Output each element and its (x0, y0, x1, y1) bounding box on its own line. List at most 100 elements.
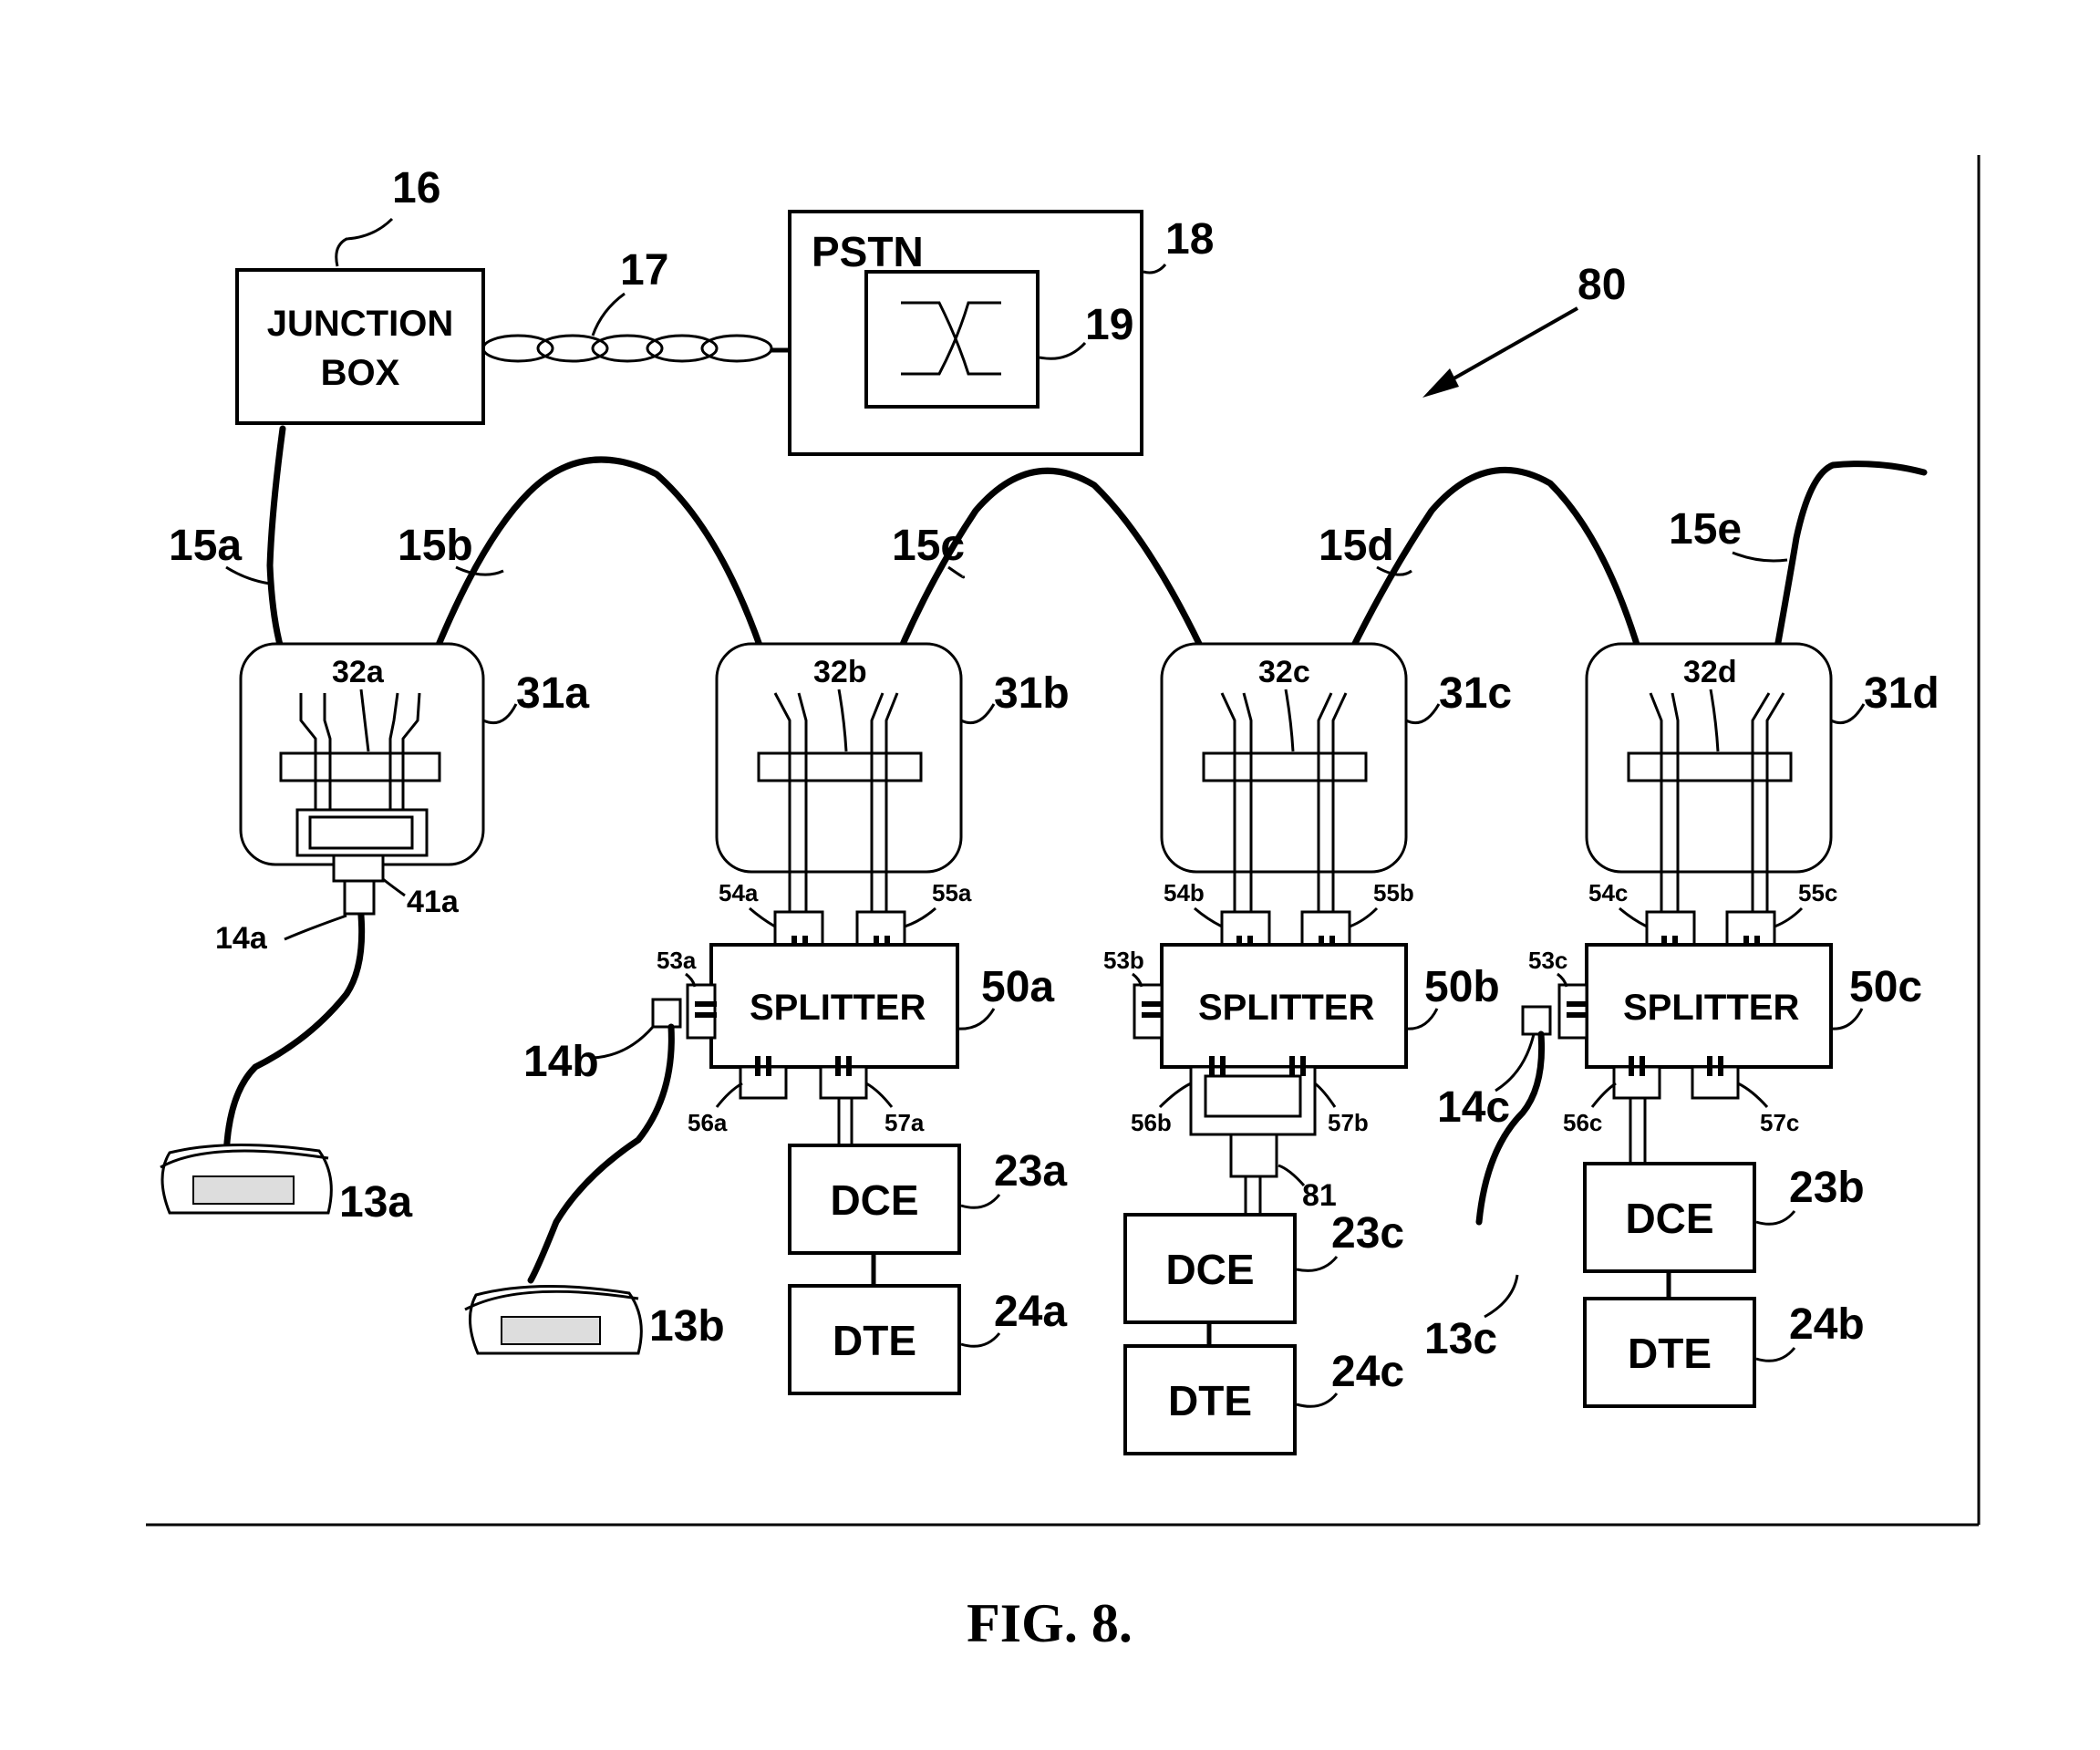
ref-50a: 50a (981, 963, 1054, 1011)
ref-53c: 53c (1528, 947, 1567, 974)
leader-23b (1755, 1210, 1796, 1226)
ref-56a: 56a (688, 1109, 728, 1136)
leader-56a (715, 1082, 743, 1108)
ref-54c: 54c (1588, 879, 1628, 906)
ref-18: 18 (1165, 215, 1214, 264)
leader-81 (1278, 1164, 1306, 1186)
leader-55b (1349, 906, 1379, 928)
splitter-50a (651, 910, 959, 1145)
cord-13a (222, 912, 366, 1162)
ref-56c: 56c (1563, 1109, 1602, 1136)
leader-19 (1039, 341, 1087, 360)
wire-15e (1765, 461, 1928, 697)
leader-15d (1376, 565, 1412, 576)
leader-50b (1405, 1008, 1439, 1030)
ref-31b: 31b (994, 669, 1070, 718)
leader-57c (1737, 1082, 1769, 1108)
ref-53b: 53b (1103, 947, 1144, 974)
outlet-31c (1160, 642, 1408, 912)
leader-14c (1495, 1033, 1536, 1092)
ref-14a: 14a (215, 921, 268, 956)
junction-box (235, 268, 485, 425)
leader-32c (1284, 689, 1295, 752)
leader-24a (960, 1332, 1001, 1348)
figure-caption: FIG. 8. (967, 1593, 1133, 1653)
plug-14a (343, 879, 376, 916)
dce-23c-label: DCE (1165, 1246, 1254, 1293)
leader-57b (1314, 1082, 1337, 1108)
leader-54c (1619, 906, 1648, 928)
dce-23b-label: DCE (1625, 1195, 1713, 1242)
leader-31c (1405, 703, 1441, 725)
ref-55a: 55a (932, 879, 972, 906)
ref-55b: 55b (1373, 879, 1414, 906)
leader-57a (865, 1082, 894, 1108)
junction-box-label-line1: JUNCTION (267, 304, 453, 344)
dte-24c (1123, 1344, 1297, 1455)
leader-50c (1830, 1008, 1864, 1030)
ref-23a: 23a (994, 1147, 1067, 1196)
cord-13b (527, 1023, 675, 1284)
leader-56b (1158, 1082, 1192, 1109)
ref-15b: 15b (398, 522, 473, 570)
ref-15c: 15c (892, 522, 965, 570)
leader-53b (1132, 972, 1143, 988)
leader-31a (482, 703, 518, 725)
leader-24c (1296, 1393, 1339, 1408)
cord-13c (1475, 1030, 1546, 1226)
ref-81: 81 (1302, 1178, 1337, 1213)
outlet-31d (1585, 642, 1833, 912)
ref-57b: 57b (1328, 1109, 1369, 1136)
leader-15c (947, 565, 966, 579)
leader-17 (591, 292, 626, 337)
wire-15c (879, 467, 1226, 697)
ref-24a: 24a (994, 1288, 1067, 1336)
splitter-50a-label: SPLITTER (750, 988, 926, 1028)
adapter-41a-body (332, 854, 385, 883)
leader-32b (837, 689, 848, 752)
ref-14b: 14b (523, 1038, 599, 1086)
splitter-50b-label: SPLITTER (1198, 988, 1374, 1028)
ref-13c: 13c (1424, 1315, 1497, 1363)
splitter-50c (1557, 910, 1833, 1164)
ref-41a: 41a (407, 885, 460, 919)
leader-16 (335, 217, 394, 267)
ref-24c: 24c (1331, 1348, 1404, 1396)
ref-56b: 56b (1131, 1109, 1172, 1136)
ref-31d: 31d (1864, 669, 1940, 718)
plug-14c (1521, 1005, 1552, 1036)
ref-55c: 55c (1798, 879, 1837, 906)
pstn-label: PSTN (812, 228, 924, 275)
ref-15a: 15a (169, 522, 242, 570)
ref-16: 16 (392, 164, 440, 212)
leader-41a (382, 877, 406, 897)
ref-80: 80 (1578, 261, 1626, 309)
leader-14a (284, 914, 347, 941)
dte-24b-label: DTE (1628, 1330, 1712, 1377)
leader-55a (904, 906, 936, 928)
junction-box-label-line2: BOX (321, 353, 400, 393)
switch-icon (901, 301, 1001, 376)
leader-54a (749, 906, 776, 928)
leader-18 (1143, 264, 1167, 274)
splitter-50b (1133, 910, 1408, 1215)
leader-32d (1709, 689, 1720, 752)
ref-50b: 50b (1424, 963, 1500, 1011)
telephone-13a-icon (160, 1143, 333, 1215)
ref-32a: 32a (332, 655, 385, 689)
ref-32d: 32d (1683, 655, 1737, 689)
ref-14c: 14c (1437, 1083, 1510, 1132)
ref-13b: 13b (649, 1302, 725, 1351)
dte-24b (1583, 1297, 1756, 1408)
leader-15b (455, 565, 504, 576)
ref-32c: 32c (1258, 655, 1310, 689)
ref-50c: 50c (1849, 963, 1922, 1011)
outlet-31b (715, 642, 963, 912)
leader-56c (1590, 1082, 1617, 1108)
dce-23a-label: DCE (830, 1176, 918, 1224)
wire-15d (1328, 467, 1654, 697)
ref-23c: 23c (1331, 1209, 1404, 1258)
leader-31b (960, 703, 996, 725)
ref-53a: 53a (657, 947, 697, 974)
